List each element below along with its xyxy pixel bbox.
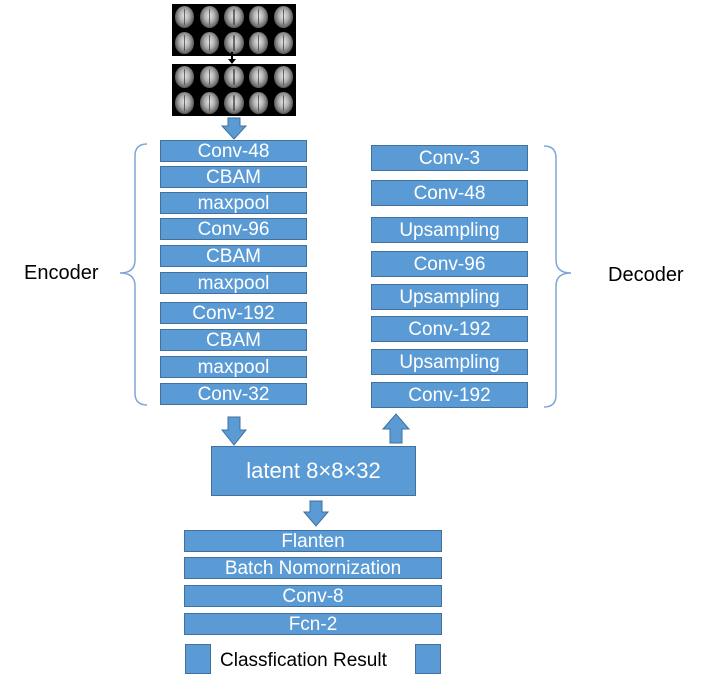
classifier-layer: Conv-8	[184, 585, 442, 607]
latent-to-decoder-arrow	[381, 413, 411, 444]
brain-slice-icon	[199, 92, 219, 114]
decoder-layer: Conv-48	[371, 180, 528, 206]
encoder-layer: CBAM	[160, 245, 307, 267]
decoder-layer: Upsampling	[371, 217, 528, 243]
decoder-layer: Conv-192	[371, 316, 528, 342]
classifier-layer: Batch Nomornization	[184, 557, 442, 579]
encoder-layer: Conv-32	[160, 383, 307, 405]
brain-slice-icon	[249, 66, 269, 88]
brain-slice-icon	[224, 66, 244, 88]
latent-to-classifier-arrow	[302, 500, 330, 527]
encoder-label: Encoder	[24, 262, 99, 284]
brain-slice-icon	[273, 32, 294, 54]
brain-slice-icon	[249, 32, 269, 54]
mri-input-slices-top	[172, 4, 296, 56]
classifier-layer: Fcn-2	[184, 613, 442, 635]
mri-input-slices-bottom	[172, 64, 296, 116]
brain-slice-icon	[199, 6, 219, 28]
brain-slice-icon	[174, 6, 195, 28]
decoder-layer: Upsampling	[371, 349, 528, 375]
brain-slice-icon	[174, 66, 195, 88]
brain-slice-icon	[224, 6, 244, 28]
brain-slice-icon	[273, 92, 294, 114]
decoder-layer: Conv-96	[371, 251, 528, 277]
encoder-layer: Conv-192	[160, 302, 307, 324]
brain-slice-icon	[174, 92, 195, 114]
brain-slice-icon	[174, 32, 195, 54]
brain-slice-icon	[224, 92, 244, 114]
encoder-layer: CBAM	[160, 329, 307, 351]
brain-slice-icon	[249, 6, 269, 28]
brain-slice-icon	[199, 32, 219, 54]
encoder-layer: maxpool	[160, 272, 307, 294]
classifier-layer: Flanten	[184, 530, 442, 552]
brain-slice-icon	[273, 66, 294, 88]
classification-result-label: Classfication Result	[220, 650, 387, 671]
encoder-layer: maxpool	[160, 192, 307, 214]
brain-slice-icon	[199, 66, 219, 88]
latent-block: latent 8×8×32	[211, 446, 416, 496]
decoder-brace	[543, 145, 572, 408]
brain-slice-icon	[249, 92, 269, 114]
encoder-layer: CBAM	[160, 166, 307, 188]
encoder-brace	[119, 143, 148, 406]
brain-slice-icon	[224, 32, 244, 54]
decoder-layer: Conv-192	[371, 382, 528, 408]
decoder-layer: Upsampling	[371, 284, 528, 310]
decoder-layer: Conv-3	[371, 145, 528, 171]
mri-to-mri-arrow	[228, 52, 236, 64]
input-to-encoder-arrow	[220, 117, 248, 140]
encoder-layer: Conv-96	[160, 218, 307, 240]
result-left-square	[185, 644, 211, 674]
result-right-square	[415, 644, 441, 674]
encoder-layer: Conv-48	[160, 140, 307, 162]
encoder-layer: maxpool	[160, 356, 307, 378]
brain-slice-icon	[273, 6, 294, 28]
decoder-label: Decoder	[608, 264, 684, 286]
encoder-to-latent-arrow	[220, 416, 248, 446]
